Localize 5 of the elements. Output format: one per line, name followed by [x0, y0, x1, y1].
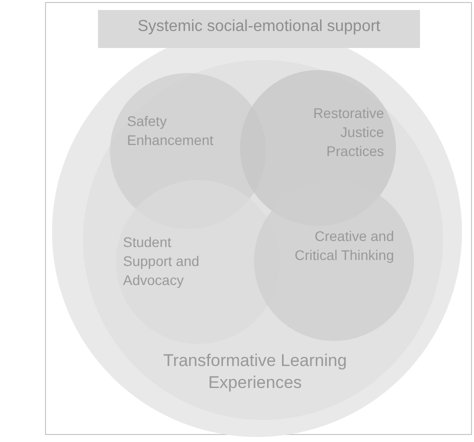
heading-label: Systemic social-emotional support [98, 10, 420, 48]
circle-label: Student Support and Advocacy [123, 233, 200, 290]
circle-label: Safety Enhancement [127, 112, 214, 150]
circle-label: Creative and Critical Thinking [294, 227, 394, 265]
circle-label: Transformative Learning Experiences [162, 350, 348, 394]
